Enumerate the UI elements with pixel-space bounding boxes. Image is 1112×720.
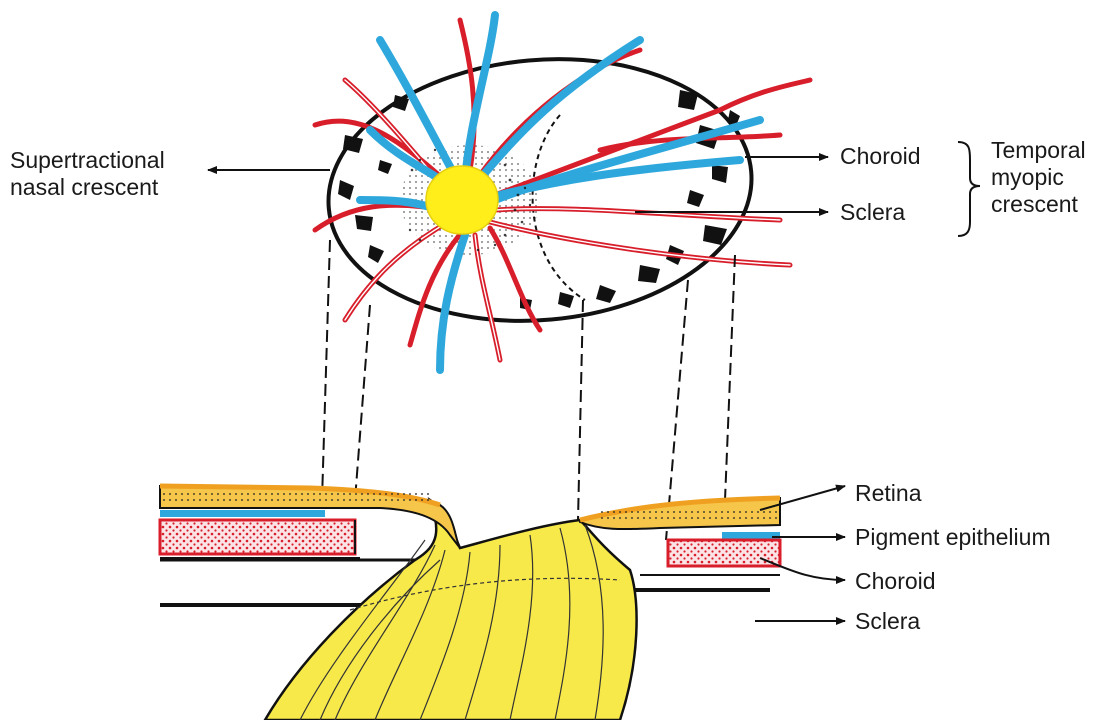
label-pigment-epithelium: Pigment epithelium <box>855 524 1051 550</box>
label-line: Supertractional <box>10 147 165 173</box>
label-choroid-bottom: Choroid <box>855 568 936 594</box>
label-sclera-bottom: Sclera <box>855 608 921 634</box>
label-line: myopic <box>991 164 1064 190</box>
projection-lines <box>321 239 736 541</box>
label-line: crescent <box>991 191 1078 217</box>
label-retina: Retina <box>855 480 922 506</box>
brace <box>957 141 981 237</box>
nasal-crescent-patches <box>338 95 409 263</box>
pigment-epithelium-left <box>160 510 325 517</box>
choroid-left <box>158 518 357 556</box>
label-temporal-myopic-crescent: Temporal myopic crescent <box>991 137 1086 218</box>
fundus-view <box>312 11 813 374</box>
optic-disc-center <box>425 165 499 235</box>
label-line: nasal crescent <box>10 174 159 200</box>
leader-arrows <box>207 153 846 625</box>
cross-section <box>158 483 782 720</box>
label-sclera-top: Sclera <box>840 199 906 225</box>
optic-nerve <box>263 496 638 720</box>
label-line: Temporal <box>991 137 1086 163</box>
choroid-right <box>666 538 782 568</box>
pigment-epithelium-right <box>722 532 780 539</box>
optic-disc-outline <box>326 57 754 323</box>
label-supertractional-nasal-crescent: Supertractional nasal crescent <box>10 147 165 201</box>
label-choroid-top: Choroid <box>840 143 921 169</box>
nerve-fibers <box>299 524 621 720</box>
